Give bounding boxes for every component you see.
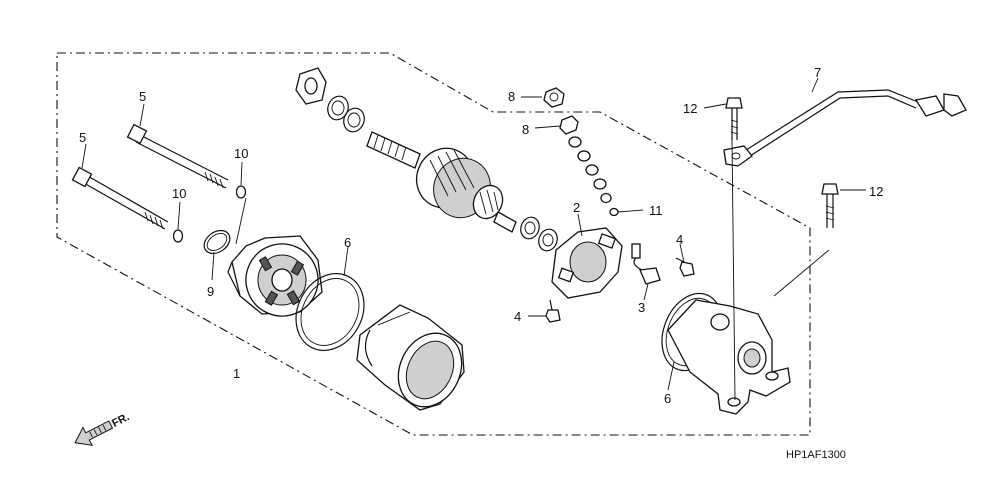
screw-4-right[interactable] xyxy=(675,257,695,277)
callout-1: 1 xyxy=(233,366,240,381)
front-arrow-icon xyxy=(74,420,114,446)
armature[interactable] xyxy=(366,131,517,233)
callout-5-lower: 5 xyxy=(79,130,86,145)
callout-4-left: 4 xyxy=(514,309,521,324)
callout-8-upper: 8 xyxy=(508,89,515,104)
diagram-code: HP1AF1300 xyxy=(786,449,846,461)
callout-12-upper: 12 xyxy=(683,101,697,116)
bolt-12-vertical[interactable] xyxy=(725,97,743,140)
assembly-boundary xyxy=(56,52,811,436)
bolt-long-upper[interactable] xyxy=(126,123,229,189)
brush-3[interactable] xyxy=(631,243,661,285)
callout-12-right: 12 xyxy=(869,184,883,199)
callout-8-lower: 8 xyxy=(522,122,529,137)
nut-8-upper[interactable] xyxy=(543,87,565,108)
shim-washer-top-1[interactable] xyxy=(324,93,351,122)
callout-7: 7 xyxy=(814,65,821,80)
o-ring-9[interactable] xyxy=(200,226,234,258)
front-direction-arrow: FR. xyxy=(74,411,131,446)
front-direction-label: FR. xyxy=(110,411,131,430)
bolt-long-lower[interactable] xyxy=(71,166,169,230)
callout-5-upper: 5 xyxy=(139,89,146,104)
washer-lower[interactable] xyxy=(172,229,184,243)
callout-10-lower: 10 xyxy=(172,186,186,201)
shim-washer-top-2[interactable] xyxy=(340,105,367,134)
bolt-12-right[interactable] xyxy=(821,183,839,228)
callout-6-left: 6 xyxy=(344,235,351,250)
shim-washer-end-2[interactable] xyxy=(536,227,560,254)
front-cover[interactable] xyxy=(227,234,328,326)
brush-holder[interactable] xyxy=(551,227,623,299)
screw-4-left[interactable] xyxy=(545,299,561,323)
callout-2: 2 xyxy=(573,200,580,215)
callout-11: 11 xyxy=(649,203,663,218)
callout-9: 9 xyxy=(207,284,214,299)
callout-10-upper: 10 xyxy=(234,146,248,161)
shim-washer-end-1[interactable] xyxy=(518,215,542,242)
terminal-nut-stack[interactable] xyxy=(559,115,619,217)
ground-cable[interactable] xyxy=(723,89,967,167)
callout-3: 3 xyxy=(638,300,645,315)
washer-upper[interactable] xyxy=(235,185,247,199)
brush-plate-top[interactable] xyxy=(295,67,327,105)
yoke-case[interactable] xyxy=(356,304,473,417)
leader-lines xyxy=(81,77,866,401)
callout-6-right: 6 xyxy=(664,391,671,406)
callout-4-right: 4 xyxy=(676,232,683,247)
o-ring-6-left[interactable] xyxy=(283,262,377,363)
rear-cover-housing[interactable] xyxy=(667,299,791,415)
